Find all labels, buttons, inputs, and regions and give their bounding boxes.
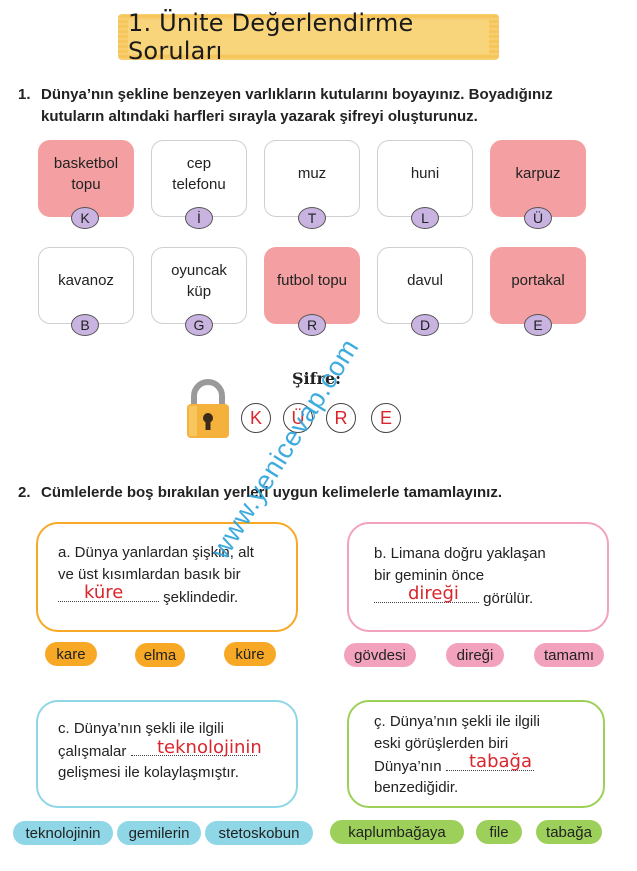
- chip-option[interactable]: kaplumbağaya: [330, 820, 464, 844]
- b-line3-end: görülür.: [483, 590, 534, 607]
- chip-option[interactable]: elma: [135, 643, 185, 667]
- letter-badge: K: [71, 207, 99, 229]
- b-line1: b. Limana doğru yaklaşan: [374, 545, 546, 562]
- letter-badge: T: [298, 207, 326, 229]
- d-line4: benzediğidir.: [374, 779, 459, 796]
- letter-badge: L: [411, 207, 439, 229]
- d-line1: ç. Dünya’nın şekli ile ilgili: [374, 713, 540, 730]
- answer-letter: E: [371, 403, 401, 433]
- c-answer: teknolojinin: [157, 737, 262, 758]
- chip-option[interactable]: teknolojinin: [13, 821, 113, 845]
- bubble-c: [36, 700, 298, 808]
- letter-badge: B: [71, 314, 99, 336]
- box-label: oyuncak: [171, 261, 227, 279]
- d-answer: tabağa: [469, 751, 532, 772]
- letter-badge: R: [298, 314, 326, 336]
- box-cep-telefonu: cep telefonu: [151, 140, 247, 217]
- answer-letter: Ü: [283, 403, 313, 433]
- a-line1: a. Dünya yanlardan şişkin, alt: [58, 544, 254, 561]
- letter-badge: Ü: [524, 207, 552, 229]
- a-line3-end: şeklindedir.: [163, 589, 239, 606]
- box-label: futbol topu: [276, 272, 348, 289]
- box-label: topu: [71, 175, 101, 193]
- chip-option[interactable]: direği: [446, 643, 504, 667]
- box-portakal: portakal: [490, 247, 586, 324]
- bubble-d: [347, 700, 605, 808]
- box-label: basketbol: [53, 154, 119, 172]
- b-answer: direği: [408, 583, 459, 604]
- page-title: 1. Ünite Değerlendirme Soruları: [128, 9, 414, 65]
- box-label: davul: [407, 272, 443, 289]
- box-label: kavanoz: [58, 272, 114, 289]
- letter-badge: E: [524, 314, 552, 336]
- letter-badge: D: [411, 314, 439, 336]
- chip-option[interactable]: gövdesi: [344, 643, 416, 667]
- box-oyuncak-kup: oyuncak küp: [151, 247, 247, 324]
- chip-option[interactable]: küre: [224, 642, 276, 666]
- q1-line1: Dünya’nın şekline benzeyen varlıkların k…: [41, 86, 553, 103]
- chip-option[interactable]: tamamı: [534, 643, 604, 667]
- b-line3: görülür.: [374, 587, 533, 610]
- letter-badge: G: [185, 314, 213, 336]
- lock-icon: [187, 379, 229, 438]
- q1-number: 1.: [18, 86, 31, 103]
- bubble-a: [36, 522, 298, 632]
- answer-letter: R: [326, 403, 356, 433]
- chip-option[interactable]: gemilerin: [117, 821, 201, 845]
- box-label: cep: [186, 154, 212, 172]
- chip-option[interactable]: file: [476, 820, 522, 844]
- sifre-label: Şifre:: [292, 369, 342, 388]
- c-line2: çalışmalar: [58, 740, 257, 763]
- a-answer: küre: [84, 582, 124, 603]
- d-line3: Dünya’nın: [374, 755, 534, 778]
- answer-letter: K: [241, 403, 271, 433]
- box-label: muz: [297, 165, 327, 182]
- box-label: küp: [186, 282, 212, 300]
- box-davul: davul: [377, 247, 473, 324]
- letter-badge: İ: [185, 207, 213, 229]
- box-muz: muz: [264, 140, 360, 217]
- title-banner: 1. Ünite Değerlendirme Soruları: [118, 9, 499, 65]
- chip-option[interactable]: kare: [45, 642, 97, 666]
- d-line3-start: Dünya’nın: [374, 758, 442, 775]
- b-line2: bir geminin önce: [374, 567, 485, 584]
- c-line3: gelişmesi ile kolaylaşmıştır.: [58, 764, 239, 781]
- c-line1: c. Dünya’nın şekli ile ilgili: [58, 720, 224, 737]
- q1-line2: kutuların altındaki harfleri sırayla yaz…: [41, 108, 478, 125]
- box-huni: huni: [377, 140, 473, 217]
- a-line3: şeklindedir.: [58, 586, 238, 609]
- box-label: telefonu: [172, 175, 226, 193]
- chip-option[interactable]: tabağa: [536, 820, 602, 844]
- box-label: huni: [410, 165, 440, 182]
- chip-option[interactable]: stetoskobun: [205, 821, 313, 845]
- bubble-b: [347, 522, 609, 632]
- q2-number: 2.: [18, 484, 31, 501]
- box-karpuz: karpuz: [490, 140, 586, 217]
- d-line2: eski görüşlerden biri: [374, 735, 509, 752]
- box-basketbol-topu: basketbol topu: [38, 140, 134, 217]
- q2-text: Cümlelerde boş bırakılan yerleri uygun k…: [41, 484, 503, 501]
- box-kavanoz: kavanoz: [38, 247, 134, 324]
- box-futbol-topu: futbol topu: [264, 247, 360, 324]
- box-label: karpuz: [515, 165, 561, 182]
- c-line2-start: çalışmalar: [58, 743, 127, 760]
- box-label: portakal: [511, 272, 565, 289]
- a-line2: ve üst kısımlardan basık bir: [58, 566, 241, 583]
